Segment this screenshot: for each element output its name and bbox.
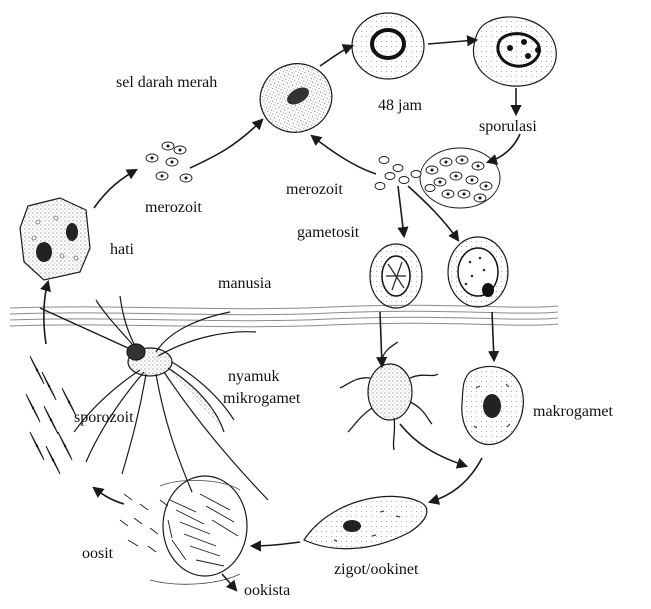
- sporozoites: [26, 356, 76, 474]
- label-sporulation: sporulasi: [479, 119, 537, 135]
- schizont-cell: [473, 17, 556, 86]
- label-oocyst: ookista: [244, 583, 290, 599]
- label-macrogamete: makrogamet: [533, 404, 613, 420]
- macrogamete: [462, 366, 524, 444]
- label-human: manusia: [218, 276, 271, 292]
- zygote-ookinete: [304, 496, 427, 548]
- gametocyte-right: [448, 237, 508, 307]
- label-48-hours: 48 jam: [378, 98, 422, 114]
- oocyst: [120, 476, 247, 584]
- label-zygote-ookinete: zigot/ookinet: [334, 562, 418, 578]
- red-blood-cell: [251, 54, 342, 143]
- sporulating-cell: [420, 148, 500, 208]
- liver-cell: [20, 198, 90, 280]
- label-merozoite-left: merozoit: [145, 200, 202, 216]
- ring-stage-cell: [352, 13, 424, 79]
- label-liver: hati: [110, 242, 134, 258]
- gametocyte-left: [370, 244, 422, 308]
- label-merozoite-mid: merozoit: [286, 182, 343, 198]
- label-gametocyte: gametosit: [297, 225, 359, 241]
- label-sporozoite: sporozoit: [74, 410, 134, 426]
- free-merozoites-left: [146, 142, 192, 182]
- label-red-blood-cell: sel darah merah: [116, 75, 217, 91]
- free-merozoites-mid: [375, 157, 421, 190]
- microgamete: [340, 342, 438, 450]
- label-mosquito: nyamuk: [228, 369, 280, 385]
- label-microgamete: mikrogamet: [223, 391, 300, 407]
- skin-membrane: [10, 305, 558, 326]
- label-oocyte: oosit: [82, 546, 113, 562]
